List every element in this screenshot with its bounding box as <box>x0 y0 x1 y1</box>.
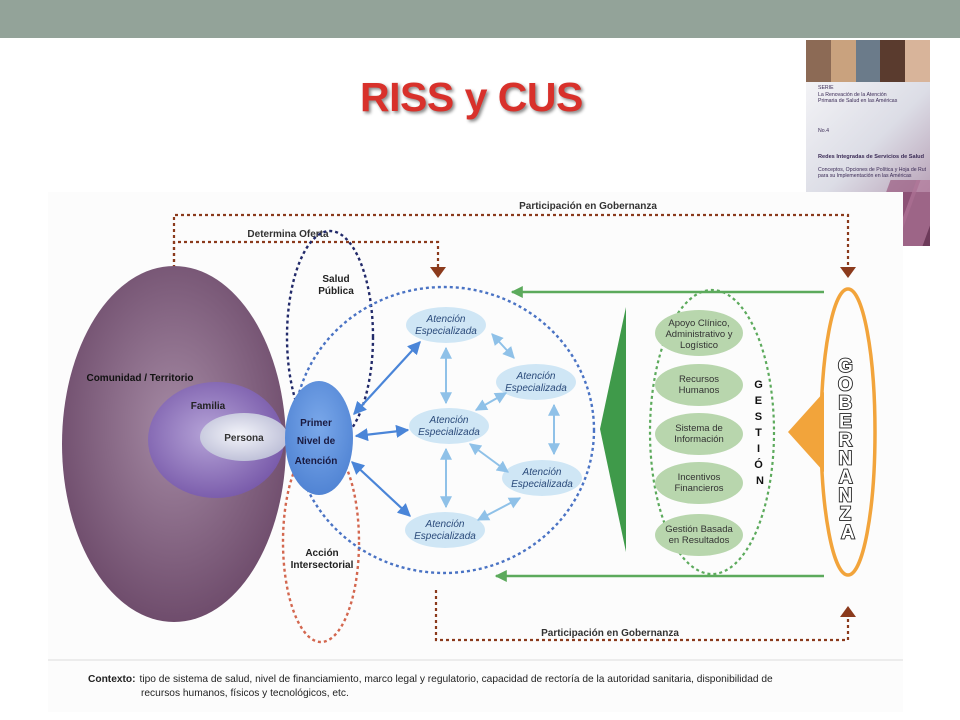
gestion-vertical-label: G E S T I Ó N <box>754 379 766 487</box>
cover-book-title: Redes Integradas de Servicios de Salud <box>818 154 925 160</box>
comunidad-territorio-label: Comunidad / Territorio <box>86 373 193 384</box>
participacion-bottom-connector <box>434 590 856 642</box>
persona-label: Persona <box>224 433 264 444</box>
cover-photo-strip <box>806 40 930 82</box>
contexto-line-1: Contexto:tipo de sistema de salud, nivel… <box>88 674 773 685</box>
network-dotted-circle <box>292 285 596 575</box>
determina-oferta-label: Determina Oferta <box>247 229 329 240</box>
primer-nivel-atencion-ellipse <box>285 381 353 495</box>
top-band <box>0 0 960 38</box>
accion-intersectorial-ellipse <box>281 440 361 644</box>
gobernanza-funnel <box>788 392 824 472</box>
cover-subtitle-line2: para su Implementación en las Américas <box>818 173 912 179</box>
persona-ellipse <box>200 413 288 461</box>
cover-number: No.4 <box>818 128 829 134</box>
participacion-top-label: Participación en Gobernanza <box>519 201 657 212</box>
participacion-bottom-label: Participación en Gobernanza <box>541 628 679 639</box>
slide-title: RISS y CUS <box>360 74 583 120</box>
contexto-line-2: recursos humanos, físicos y tecnológicos… <box>141 688 349 699</box>
gobernanza-to-network-arrows <box>494 286 824 582</box>
cover-serie-label: SERIE <box>818 85 834 91</box>
cover-serie-line1: La Renovación de la Atención <box>818 92 887 98</box>
determina-oferta-connector <box>172 240 446 278</box>
cover-serie-line2: Primaria de Salud en las Américas <box>818 98 898 104</box>
gestion-funnel <box>600 307 626 552</box>
book-cover-image: SERIE La Renovación de la Atención Prima… <box>806 40 930 246</box>
atencion-interconnect-arrows <box>440 333 560 521</box>
gobernanza-vertical-label: G O B E R N A N Z A <box>838 356 858 544</box>
riss-diagram: Participación en Gobernanza Determina Of… <box>48 192 903 712</box>
familia-label: Familia <box>191 401 226 412</box>
cover-subtitle-line1: Conceptos, Opciones de Política y Hoja d… <box>818 167 926 173</box>
gestion-dotted-ellipse <box>648 288 776 576</box>
gobernanza-ellipse <box>819 287 877 577</box>
primer-nivel-arrows <box>351 341 421 517</box>
